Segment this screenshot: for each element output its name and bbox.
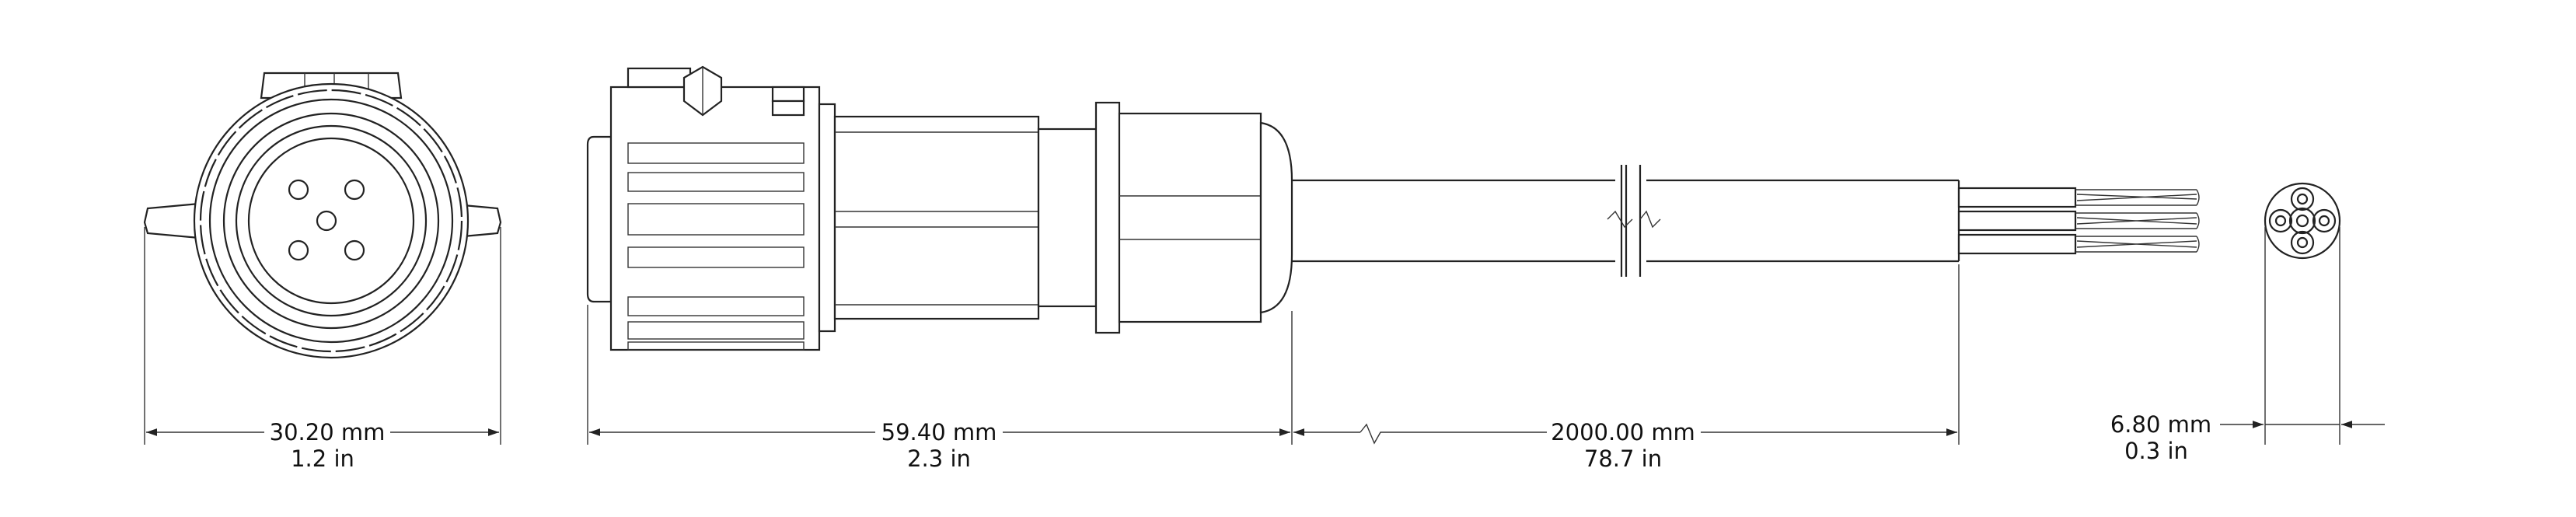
dimension-front-width: 30.20 mm 1.2 in (144, 227, 501, 472)
connector-length-in: 2.3 in (907, 445, 971, 472)
dimension-cable-length: 2000.00 mm 78.7 in (1293, 264, 1960, 472)
cable-length-mm: 2000.00 mm (1551, 419, 1695, 445)
connector-side-view (586, 65, 1293, 351)
dimension-cable-diameter: 6.80 mm 0.3 in (2110, 227, 2385, 464)
cable-length-in: 78.7 in (1584, 445, 1662, 472)
cable-end-view (2264, 182, 2341, 260)
front-width-mm: 30.20 mm (270, 419, 386, 445)
stranded-wires (2075, 189, 2200, 253)
front-width-in: 1.2 in (291, 445, 354, 472)
cable-diameter-mm: 6.80 mm (2110, 411, 2211, 438)
cable (1292, 165, 2200, 277)
cable-diameter-in: 0.3 in (2124, 438, 2188, 464)
connector-length-mm: 59.40 mm (881, 419, 997, 445)
connector-front-view (143, 72, 502, 359)
dimension-connector-length: 59.40 mm 2.3 in (587, 305, 1293, 472)
